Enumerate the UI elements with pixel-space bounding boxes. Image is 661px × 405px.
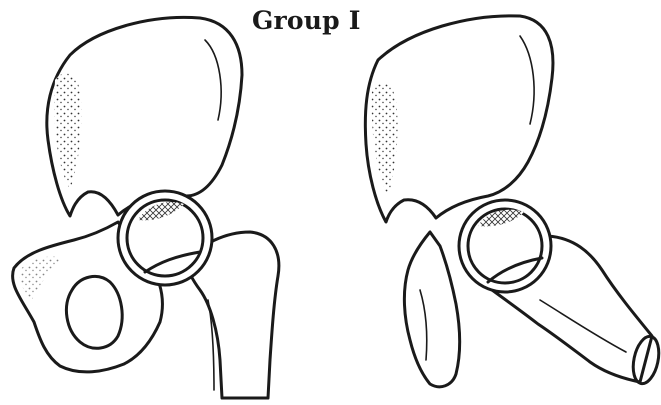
right-ischium: [404, 232, 459, 387]
left-obturator-foramen: [66, 276, 122, 348]
right-hip-illustration: [365, 16, 661, 387]
left-hip-illustration: [13, 17, 279, 398]
